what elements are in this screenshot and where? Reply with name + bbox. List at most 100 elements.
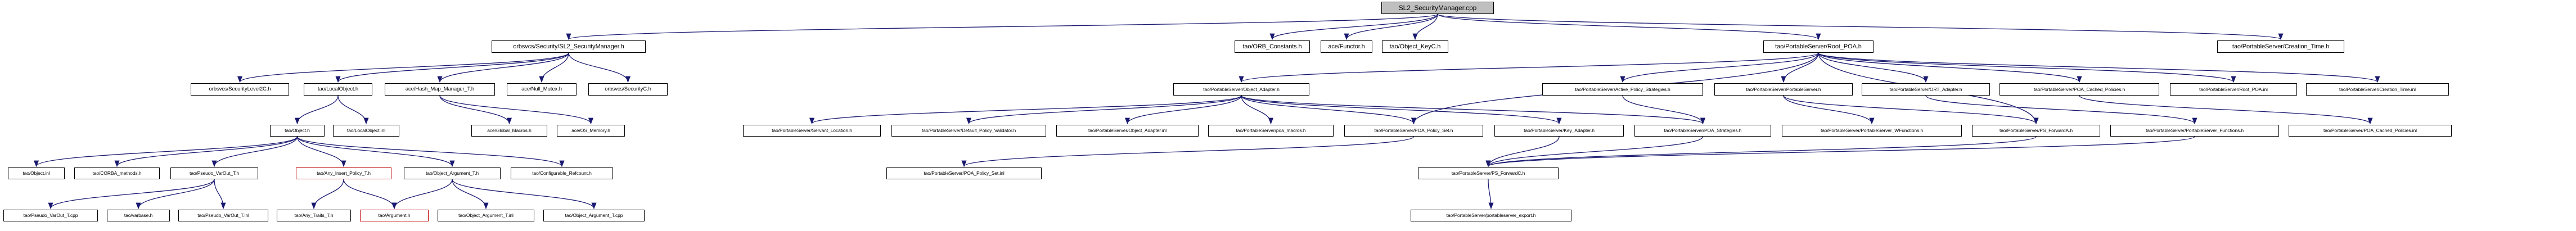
graph-edge	[296, 136, 346, 167]
graph-node[interactable]: ace/Global_Macros.h	[471, 125, 547, 137]
graph-node[interactable]: ace/Null_Mutex.h	[507, 83, 577, 96]
graph-edge	[1344, 13, 1438, 40]
graph-edge	[335, 52, 569, 83]
graph-node[interactable]: tao/PortableServer/POA_Strategies.h	[1634, 125, 1771, 137]
graph-edge	[566, 13, 1438, 40]
graph-edge	[1783, 95, 1875, 125]
graph-node[interactable]: tao/Any_Insert_Policy_T.h	[296, 167, 391, 179]
graph-node[interactable]: ace/Hash_Map_Manager_T.h	[385, 83, 495, 96]
graph-edge	[1485, 136, 1560, 167]
graph-node[interactable]: tao/PortableServer/PS_ForwardC.h	[1418, 167, 1559, 179]
graph-edge	[1437, 13, 2283, 40]
graph-edge	[311, 179, 344, 210]
graph-edge	[452, 179, 489, 210]
graph-edge	[1620, 52, 1819, 83]
graph-edge	[114, 136, 298, 167]
graph-node[interactable]: tao/PortableServer/Object_Adapter.inl	[1056, 125, 1199, 137]
graph-node[interactable]: tao/PortableServer/PS_ForwardA.h	[1972, 125, 2100, 137]
graph-edge	[1437, 13, 1821, 40]
graph-edge	[437, 52, 569, 83]
graph-edge	[343, 179, 397, 210]
graph-node[interactable]: tao/LocalObject.inl	[333, 125, 399, 137]
graph-edge	[1241, 95, 1705, 125]
graph-edge	[391, 179, 453, 210]
graph-edge	[1485, 136, 2195, 167]
graph-node[interactable]: ace/OS_Memory.h	[557, 125, 625, 137]
graph-edge	[1818, 52, 1929, 83]
graph-node[interactable]: tao/PortableServer/Key_Adapter.h	[1494, 125, 1624, 137]
graph-node[interactable]: tao/Object_Argument_T.cpp	[543, 210, 645, 221]
graph-edge	[439, 95, 512, 125]
graph-node[interactable]: tao/PortableServer/ORT_Adapter.h	[1862, 83, 1990, 96]
graph-edge	[296, 136, 565, 167]
graph-node[interactable]: orbsvcs/SecurityC.h	[588, 83, 668, 96]
graph-node[interactable]: tao/Pseudo_VarOut_T.h	[170, 167, 258, 179]
graph-node[interactable]: tao/PortableServer/Creation_Time.h	[2217, 40, 2344, 53]
graph-edge	[337, 95, 369, 125]
graph-node[interactable]: tao/PortableServer/Active_Policy_Strateg…	[1542, 83, 1703, 96]
graph-edge	[568, 52, 631, 83]
graph-edge	[1783, 95, 2039, 125]
graph-node[interactable]: tao/LocalObject.h	[304, 83, 372, 96]
graph-node[interactable]: tao/Pseudo_VarOut_T.inl	[178, 210, 268, 221]
graph-edge	[136, 179, 215, 210]
graph-node[interactable]: tao/PortableServer/Creation_Time.inl	[2306, 83, 2449, 96]
graph-edge	[1269, 13, 1438, 40]
graph-node[interactable]: orbsvcs/Security/SL2_SecurityManager.h	[492, 40, 646, 53]
graph-edge	[1925, 95, 2197, 125]
graph-edge	[1781, 52, 1819, 83]
graph-node[interactable]: SL2_SecurityManager.cpp	[1381, 2, 1494, 14]
graph-edge	[237, 52, 569, 83]
graph-node[interactable]: tao/PortableServer/POA_Policy_Set.h	[1344, 125, 1483, 137]
graph-edge	[48, 179, 215, 210]
graph-node[interactable]: tao/Configurable_Refcount.h	[511, 167, 613, 179]
graph-edge	[539, 52, 569, 83]
graph-edge	[1818, 52, 2236, 83]
graph-node[interactable]: tao/CORBA_methods.h	[74, 167, 160, 179]
graph-node[interactable]: tao/Object_KeyC.h	[1382, 40, 1448, 53]
graph-node[interactable]: tao/varbase.h	[107, 210, 170, 221]
graph-edge	[1488, 179, 1494, 210]
graph-edge	[1818, 52, 2380, 83]
graph-edge	[211, 136, 298, 167]
graph-node[interactable]: tao/ORB_Constants.h	[1235, 40, 1310, 53]
graph-node[interactable]: tao/Pseudo_VarOut_T.cpp	[3, 210, 98, 221]
graph-node[interactable]: tao/PortableServer/PortableServer.h	[1714, 83, 1853, 96]
graph-edge	[1239, 52, 1819, 83]
graph-node[interactable]: tao/PortableServer/PortableServer_Functi…	[2110, 125, 2279, 137]
graph-node[interactable]: tao/Object_Argument_T.inl	[438, 210, 534, 221]
graph-node[interactable]: tao/PortableServer/Root_POA.h	[1763, 40, 1874, 53]
graph-node[interactable]: ace/Functor.h	[1321, 40, 1372, 53]
graph-edge	[214, 179, 226, 210]
graph-node[interactable]: tao/PortableServer/POA_Policy_Set.inl	[886, 167, 1042, 179]
graph-node[interactable]: tao/Object_Argument_T.h	[404, 167, 501, 179]
graph-edge	[34, 136, 298, 167]
graph-node[interactable]: tao/PortableServer/Object_Adapter.h	[1173, 83, 1309, 96]
graph-edge	[809, 95, 1242, 125]
graph-edge	[452, 179, 597, 210]
graph-node[interactable]: tao/PortableServer/poa_macros.h	[1208, 125, 1334, 137]
graph-edge	[1485, 136, 2037, 167]
graph-node[interactable]: tao/Object.h	[270, 125, 325, 137]
graph-node[interactable]: tao/PortableServer/Root_POA.inl	[2170, 83, 2297, 96]
graph-node[interactable]: orbsvcs/SecurityLevel2C.h	[191, 83, 289, 96]
graph-edge	[1125, 95, 1242, 125]
graph-edge	[1485, 136, 1704, 167]
graph-edge	[1241, 95, 1274, 125]
graph-node[interactable]: tao/PortableServer/Default_Policy_Valida…	[891, 125, 1046, 137]
graph-node[interactable]: tao/PortableServer/portableserver_export…	[1411, 210, 1571, 221]
graph-node[interactable]: tao/Any_Traits_T.h	[277, 210, 351, 221]
graph-edge	[2079, 95, 2373, 125]
graph-node[interactable]: tao/PortableServer/Servant_Location.h	[743, 125, 881, 137]
graph-node[interactable]: tao/PortableServer/PortableServer_WFunct…	[1782, 125, 1962, 137]
graph-edge	[1622, 95, 1705, 125]
graph-edge	[296, 136, 455, 167]
graph-node[interactable]: tao/PortableServer/POA_Cached_Policies.h	[1999, 83, 2159, 96]
graph-node[interactable]: tao/PortableServer/POA_Cached_Policies.i…	[2289, 125, 2452, 137]
graph-node[interactable]: tao/Argument.h	[360, 210, 429, 221]
graph-edge	[1412, 13, 1438, 40]
graph-node[interactable]: tao/Object.inl	[8, 167, 65, 179]
graph-edge	[966, 95, 1242, 125]
